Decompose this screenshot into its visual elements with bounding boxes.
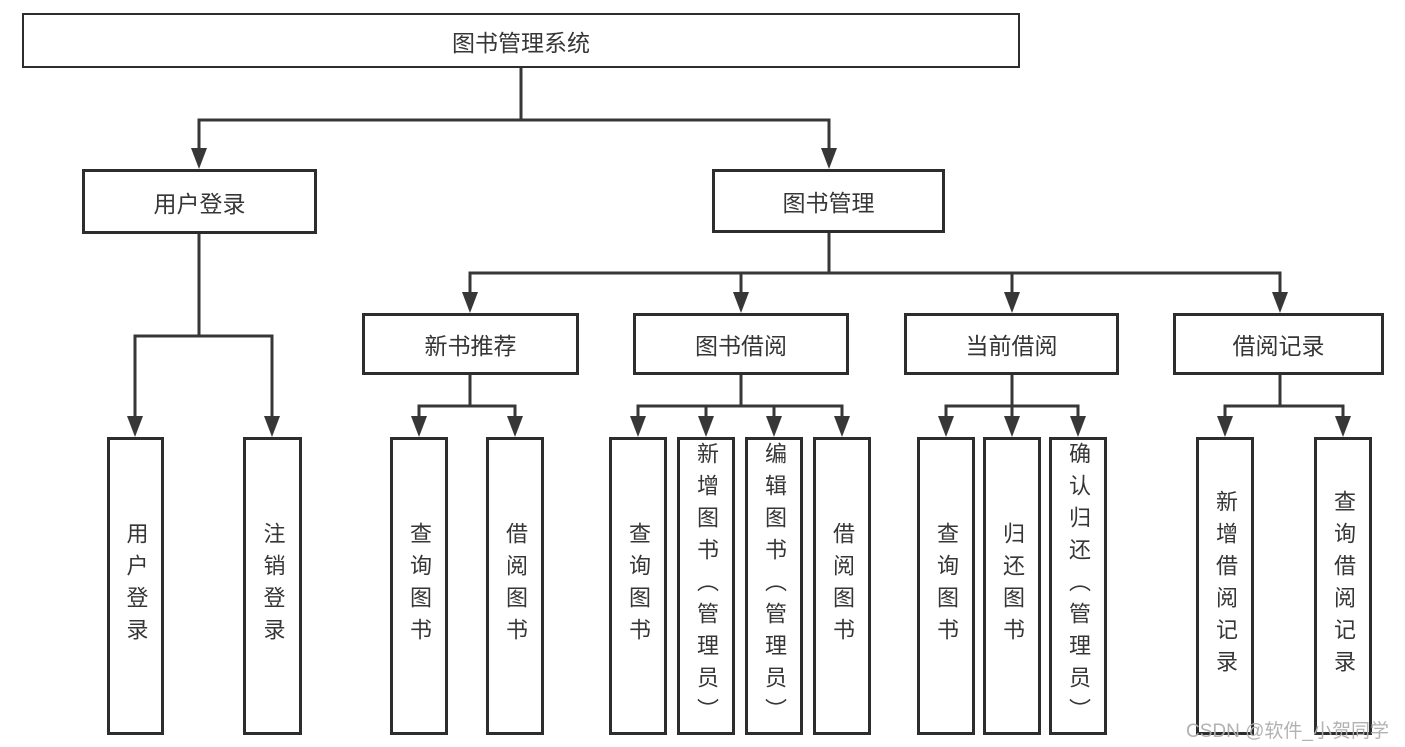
- arrowhead: [1272, 292, 1288, 313]
- arrowhead: [1217, 416, 1233, 437]
- node-current-borrow: 当前借阅: [904, 313, 1119, 375]
- node-borrow-records-label: 借阅记录: [1232, 333, 1325, 359]
- arrowhead: [462, 292, 478, 313]
- leaf-user-login-label: 用户登录: [123, 522, 149, 650]
- node-borrow-records: 借阅记录: [1173, 313, 1384, 375]
- arrowhead: [127, 416, 143, 437]
- leaf-query-books-recommend: 查询图书: [390, 437, 448, 735]
- arrowhead: [191, 148, 207, 169]
- leaf-add-borrow-record: 新增借阅记录: [1196, 437, 1254, 735]
- leaf-borrow-books-recommend: 借阅图书: [486, 437, 544, 735]
- leaf-borrow-books-recommend-label: 借阅图书: [503, 522, 528, 650]
- arrowhead: [698, 416, 714, 437]
- arrowhead: [411, 416, 427, 437]
- leaf-confirm-return-admin-label: 确认归还（管理员）: [1066, 442, 1091, 730]
- leaf-logout-login-label: 注销登录: [260, 522, 286, 650]
- leaf-return-books-label: 归还图书: [1000, 522, 1025, 650]
- connector-borrow-records-rail: [1223, 404, 1345, 420]
- arrowhead: [1004, 292, 1020, 313]
- node-root: 图书管理系统: [22, 13, 1020, 68]
- leaf-query-borrow-record: 查询借阅记录: [1314, 437, 1372, 735]
- arrowhead: [1335, 416, 1351, 437]
- leaf-confirm-return-admin: 确认归还（管理员）: [1049, 437, 1107, 735]
- node-root-label: 图书管理系统: [452, 29, 590, 56]
- leaf-add-books-admin-label: 新增图书（管理员）: [694, 442, 719, 730]
- leaf-return-books: 归还图书: [983, 437, 1041, 735]
- node-user-login-label: 用户登录: [153, 190, 246, 217]
- arrowhead: [1070, 416, 1086, 437]
- leaf-query-books-current: 查询图书: [917, 437, 975, 735]
- node-new-book-recommend-label: 新书推荐: [424, 333, 517, 359]
- leaf-add-borrow-record-label: 新增借阅记录: [1213, 490, 1238, 682]
- leaf-query-books-borrow: 查询图书: [609, 437, 667, 735]
- node-book-management-label: 图书管理: [782, 190, 875, 216]
- connector-new-book-rail: [417, 404, 517, 420]
- leaf-borrow-books-borrow-label: 借阅图书: [830, 522, 855, 650]
- arrowhead: [264, 416, 280, 437]
- node-user-login: 用户登录: [82, 169, 317, 234]
- leaf-borrow-books-borrow: 借阅图书: [813, 437, 871, 735]
- arrowhead: [733, 292, 749, 313]
- node-current-borrow-label: 当前借阅: [965, 333, 1058, 359]
- arrowhead: [1004, 416, 1020, 437]
- leaf-query-books-current-label: 查询图书: [934, 522, 959, 650]
- connector-level3-rail: [468, 271, 1282, 295]
- leaf-add-books-admin: 新增图书（管理员）: [677, 437, 735, 735]
- arrowhead: [766, 416, 782, 437]
- node-new-book-recommend: 新书推荐: [362, 313, 579, 375]
- leaf-edit-books-admin: 编辑图书（管理员）: [745, 437, 803, 735]
- arrowhead: [821, 148, 837, 169]
- leaf-edit-books-admin-label: 编辑图书（管理员）: [762, 442, 787, 730]
- watermark: CSDN @软件_小贺同学: [1186, 721, 1389, 742]
- connector-user-login-rail: [133, 334, 274, 420]
- leaf-query-books-borrow-label: 查询图书: [626, 522, 651, 650]
- arrowhead: [507, 416, 523, 437]
- node-book-management: 图书管理: [712, 169, 945, 233]
- arrowhead: [630, 416, 646, 437]
- arrowhead: [938, 416, 954, 437]
- leaf-logout-login: 注销登录: [243, 437, 302, 735]
- node-book-borrow: 图书借阅: [633, 313, 849, 375]
- connector-level2-rail: [197, 118, 831, 150]
- arrowhead: [834, 416, 850, 437]
- leaf-query-borrow-record-label: 查询借阅记录: [1331, 490, 1356, 682]
- leaf-user-login: 用户登录: [107, 437, 164, 735]
- leaf-query-books-recommend-label: 查询图书: [407, 522, 432, 650]
- node-book-borrow-label: 图书借阅: [695, 333, 787, 359]
- connector-book-borrow-rail: [636, 404, 844, 420]
